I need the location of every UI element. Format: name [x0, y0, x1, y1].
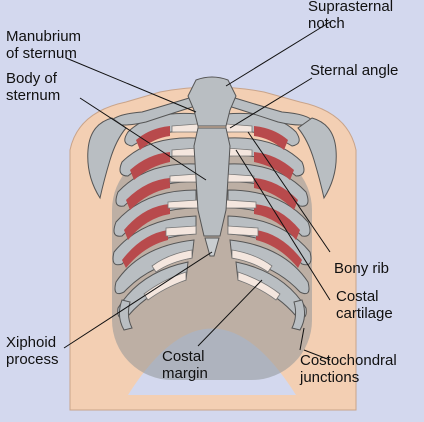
label-costal-margin: Costal margin — [162, 348, 208, 382]
label-manubrium: Manubrium of sternum — [6, 28, 81, 62]
label-costochondral-junctions: Costochondral junctions — [300, 352, 397, 386]
label-sternal-angle: Sternal angle — [310, 62, 398, 79]
label-suprasternal-notch: Suprasternal notch — [308, 0, 393, 32]
label-costal-cartilage: Costal cartilage — [336, 288, 393, 322]
label-xiphoid-process: Xiphoid process — [6, 334, 59, 368]
label-bony-rib: Bony rib — [334, 260, 389, 277]
label-body-of-sternum: Body of sternum — [6, 70, 60, 104]
